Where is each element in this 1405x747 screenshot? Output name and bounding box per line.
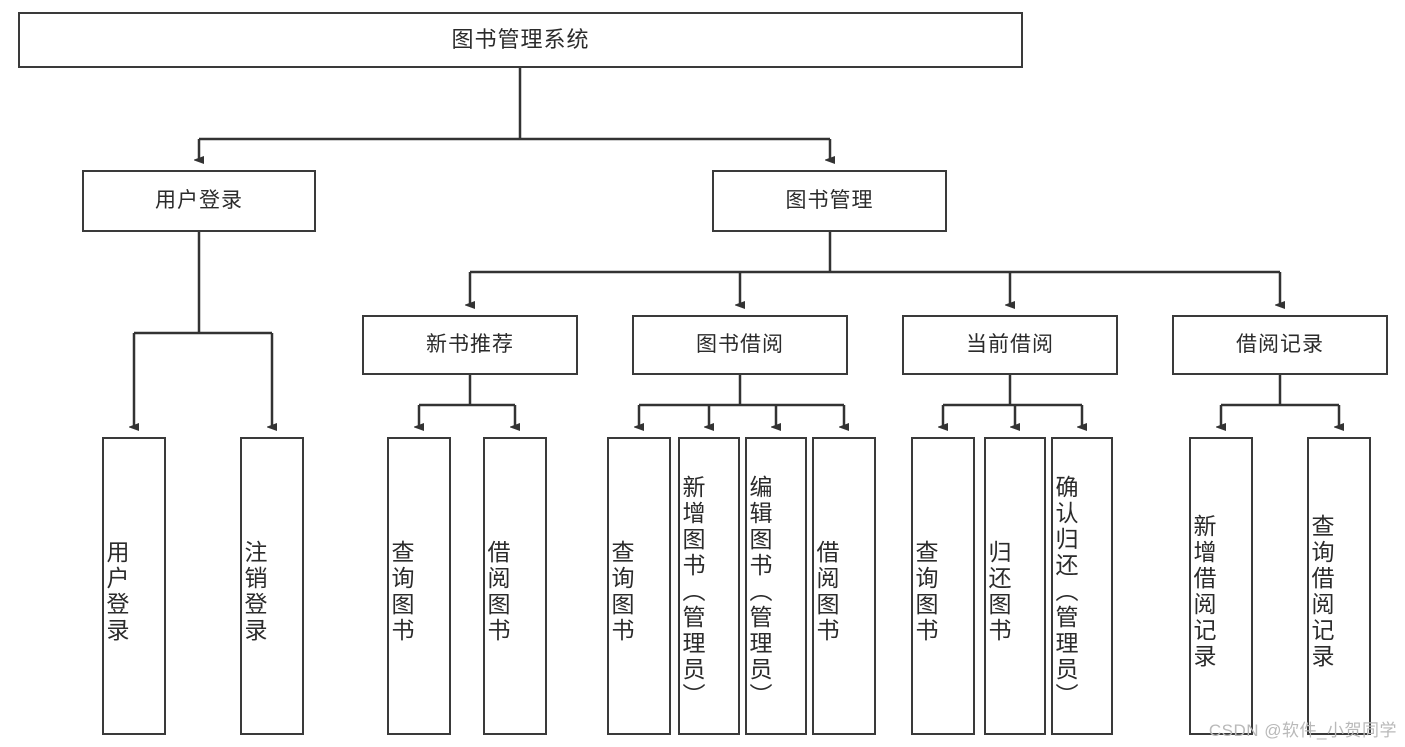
node-current-return-book[interactable]: 归还图书 xyxy=(984,437,1046,735)
node-current-confirm-return[interactable]: 确认归还（管理员） xyxy=(1051,437,1113,735)
node-root-label: 图书管理系统 xyxy=(451,27,590,53)
node-root[interactable]: 图书管理系统 xyxy=(18,12,1023,68)
node-user-logout-action[interactable]: 注销登录 xyxy=(240,437,304,735)
node-book-management-label: 图书管理 xyxy=(785,188,874,212)
node-borrow-query-book-label: 查询图书 xyxy=(608,540,634,644)
node-records-query-record[interactable]: 查询借阅记录 xyxy=(1307,437,1371,735)
node-borrow-edit-book[interactable]: 编辑图书（管理员） xyxy=(745,437,807,735)
node-book-borrow-label: 图书借阅 xyxy=(696,332,784,356)
node-records-add-record-label: 新增借阅记录 xyxy=(1190,514,1216,670)
node-current-return-book-label: 归还图书 xyxy=(985,540,1011,644)
node-borrow-add-book-label: 新增图书（管理员） xyxy=(679,475,705,709)
node-borrow-add-book[interactable]: 新增图书（管理员） xyxy=(678,437,740,735)
node-book-management[interactable]: 图书管理 xyxy=(712,170,947,232)
node-book-borrow[interactable]: 图书借阅 xyxy=(632,315,848,375)
node-user-login-action-label: 用户登录 xyxy=(103,540,129,644)
node-user-login-label: 用户登录 xyxy=(155,188,243,212)
node-borrow-records-label: 借阅记录 xyxy=(1236,332,1324,356)
node-current-query-book-label: 查询图书 xyxy=(912,540,938,644)
node-records-add-record[interactable]: 新增借阅记录 xyxy=(1189,437,1253,735)
node-current-query-book[interactable]: 查询图书 xyxy=(911,437,975,735)
node-new-book-recommend[interactable]: 新书推荐 xyxy=(362,315,578,375)
node-current-borrow-label: 当前借阅 xyxy=(966,332,1054,356)
node-borrow-borrow-book-label: 借阅图书 xyxy=(813,540,839,644)
node-current-confirm-return-label: 确认归还（管理员） xyxy=(1052,475,1078,709)
node-user-logout-action-label: 注销登录 xyxy=(241,540,267,644)
node-borrow-edit-book-label: 编辑图书（管理员） xyxy=(746,475,772,709)
node-user-login-action[interactable]: 用户登录 xyxy=(102,437,166,735)
node-borrow-records[interactable]: 借阅记录 xyxy=(1172,315,1388,375)
node-borrow-query-book[interactable]: 查询图书 xyxy=(607,437,671,735)
node-current-borrow[interactable]: 当前借阅 xyxy=(902,315,1118,375)
node-recommend-borrow-book[interactable]: 借阅图书 xyxy=(483,437,547,735)
node-recommend-borrow-book-label: 借阅图书 xyxy=(484,540,510,644)
node-user-login[interactable]: 用户登录 xyxy=(82,170,316,232)
node-borrow-borrow-book[interactable]: 借阅图书 xyxy=(812,437,876,735)
watermark: CSDN @软件_小贺同学 xyxy=(1208,721,1397,740)
node-recommend-query-book-label: 查询图书 xyxy=(388,540,414,644)
node-new-book-recommend-label: 新书推荐 xyxy=(426,332,514,356)
node-records-query-record-label: 查询借阅记录 xyxy=(1308,514,1334,670)
node-recommend-query-book[interactable]: 查询图书 xyxy=(387,437,451,735)
